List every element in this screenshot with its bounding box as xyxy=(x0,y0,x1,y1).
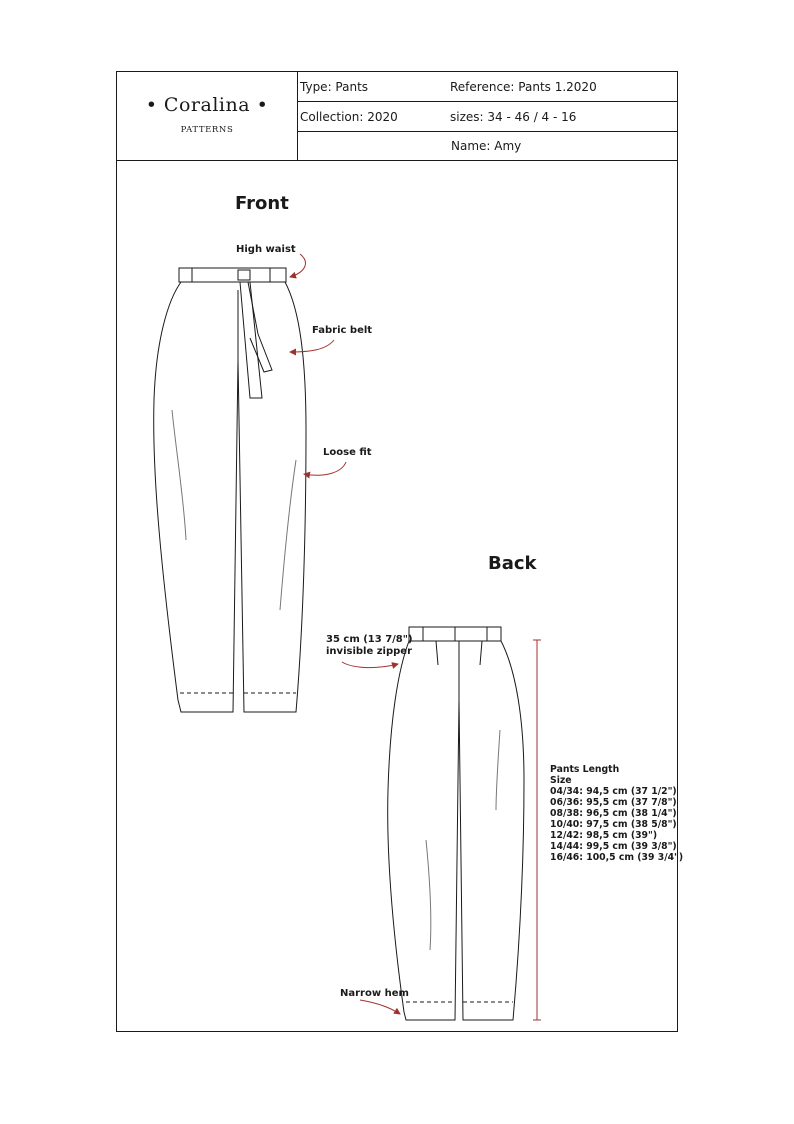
loose-fit-arrow xyxy=(303,461,347,479)
header-divider-1 xyxy=(298,101,677,102)
length-table-subheading: Size xyxy=(550,775,572,786)
brand-subtitle: PATTERNS xyxy=(180,125,234,135)
narrow-hem-arrow xyxy=(359,999,401,1015)
zipper-label-line1: 35 cm (13 7/8") xyxy=(326,634,413,645)
header-divider-2 xyxy=(298,131,677,132)
spec-sheet-frame: • Coralina • PATTERNS Type: Pants Refere… xyxy=(116,71,678,1032)
high-waist-label: High waist xyxy=(236,244,296,255)
narrow-hem-label: Narrow hem xyxy=(340,988,409,999)
length-row: 04/34: 94,5 cm (37 1/2") xyxy=(550,786,677,797)
brand-logo: • Coralina • xyxy=(145,94,269,116)
length-row: 16/46: 100,5 cm (39 3/4") xyxy=(550,852,684,863)
length-row: 08/38: 96,5 cm (38 1/4") xyxy=(550,808,677,819)
pants-length-table: Pants Length Size 04/34: 94,5 cm (37 1/2… xyxy=(550,764,683,863)
high-waist-arrow xyxy=(289,253,306,279)
front-pants-drawing xyxy=(153,267,307,713)
fabric-belt-label: Fabric belt xyxy=(312,325,373,336)
length-table-heading: Pants Length xyxy=(550,764,620,775)
length-row: 12/42: 98,5 cm (39") xyxy=(550,830,658,841)
loose-fit-label: Loose fit xyxy=(323,447,372,458)
fabric-belt-arrow xyxy=(289,339,335,356)
back-pants-drawing xyxy=(387,626,525,1021)
length-measurement xyxy=(533,639,541,1021)
zipper-label-line2: invisible zipper xyxy=(326,646,413,657)
front-title: Front xyxy=(235,193,289,214)
length-row: 14/44: 99,5 cm (39 3/8") xyxy=(550,841,677,852)
spec-header: • Coralina • PATTERNS Type: Pants Refere… xyxy=(117,72,677,161)
logo-cell: • Coralina • PATTERNS xyxy=(117,72,298,160)
sizes-field: sizes: 34 - 46 / 4 - 16 xyxy=(450,110,577,124)
type-field: Type: Pants xyxy=(300,80,369,94)
name-field: Name: Amy xyxy=(451,139,522,153)
length-row: 10/40: 97,5 cm (38 5/8") xyxy=(550,819,677,830)
back-title: Back xyxy=(488,553,537,574)
collection-field: Collection: 2020 xyxy=(300,110,398,124)
zipper-arrow xyxy=(341,661,399,669)
length-row: 06/36: 95,5 cm (37 7/8") xyxy=(550,797,677,808)
reference-field: Reference: Pants 1.2020 xyxy=(450,80,597,94)
